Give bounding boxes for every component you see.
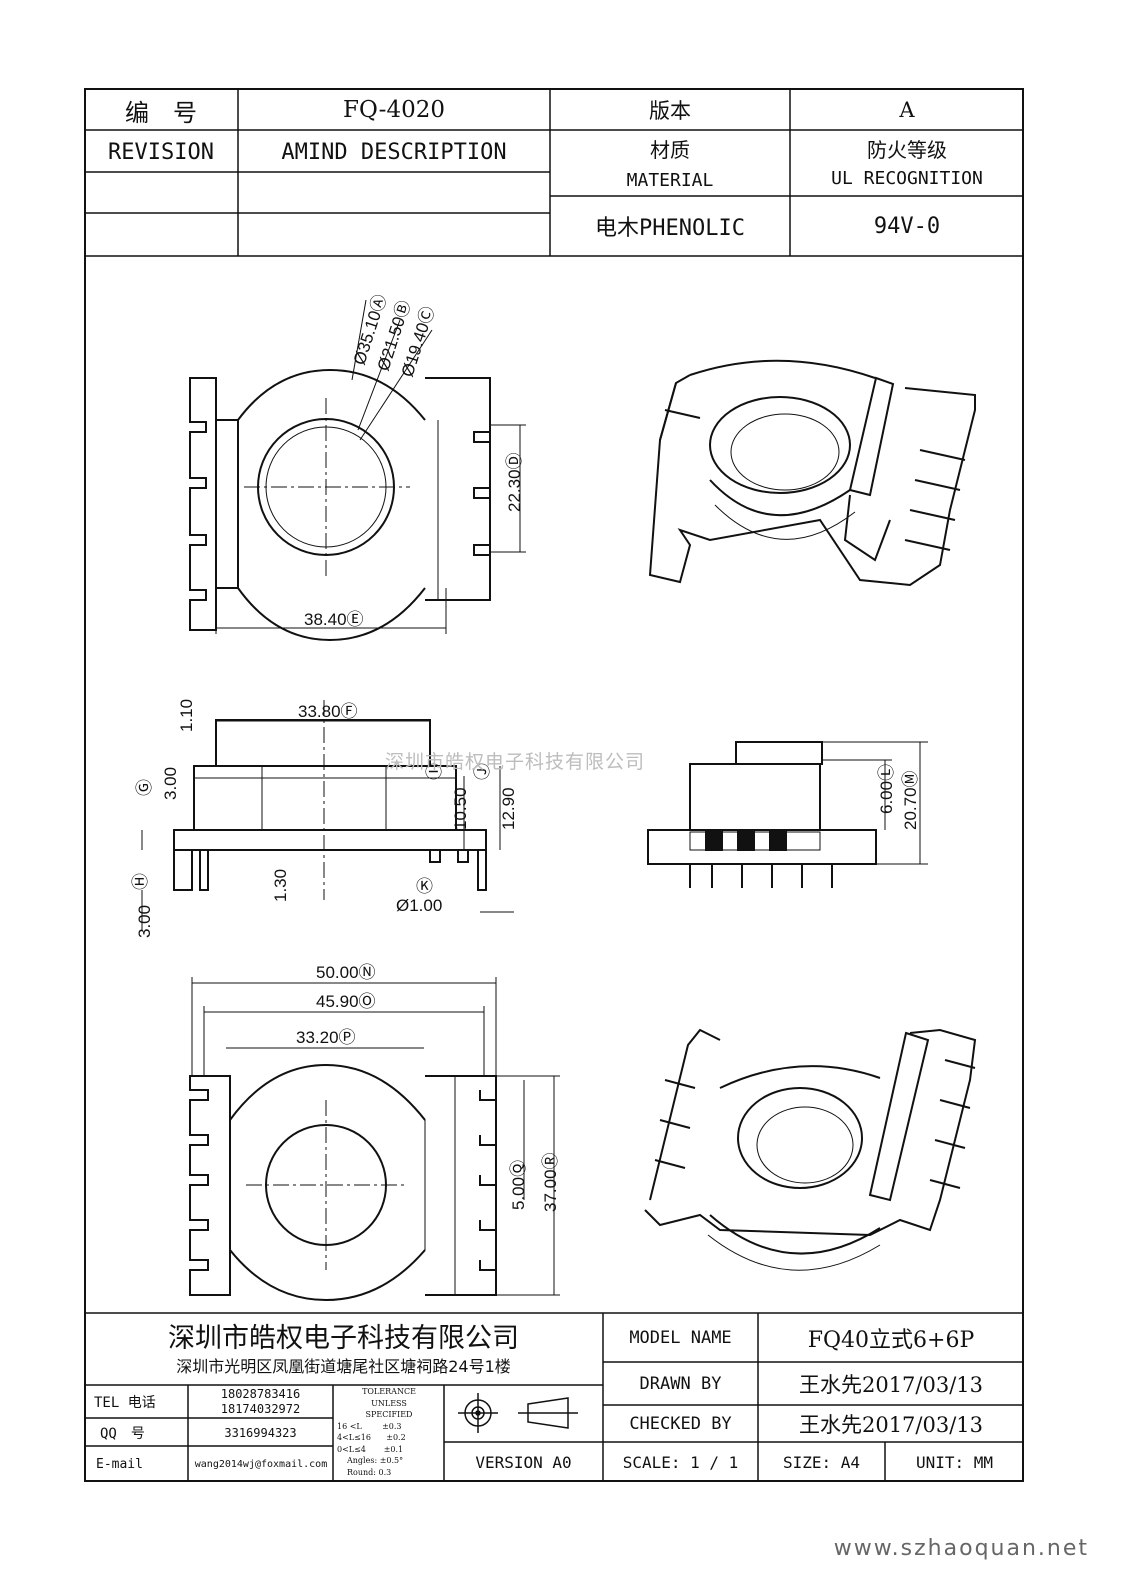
checked-value: 王水先2017/03/13 xyxy=(798,1413,984,1437)
iso-view-1 xyxy=(648,359,976,587)
amend-label: AMIND DESCRIPTION xyxy=(281,139,507,165)
dim-k: Ø1.00 xyxy=(396,896,442,915)
fire-value: 94V-0 xyxy=(873,213,941,239)
dim-m: 20.70Ⓜ xyxy=(901,770,920,830)
material-value: 电木PHENOLIC xyxy=(595,216,745,241)
material-en: MATERIAL xyxy=(626,169,714,191)
dim-n: 50.00Ⓝ xyxy=(316,963,376,982)
dim-p: 33.20Ⓟ xyxy=(296,1028,356,1047)
dim-j: 12.90 xyxy=(499,787,518,830)
tolerance-line: UNLESS xyxy=(371,1398,407,1408)
size-text: SIZE: A4 xyxy=(782,1452,861,1472)
scale-text: SCALE: 1 / 1 xyxy=(622,1452,739,1472)
site-url: www.szhaoquan.net xyxy=(833,1536,1089,1561)
revision-label: REVISION xyxy=(108,139,214,165)
dim-o: 45.90Ⓞ xyxy=(316,992,376,1011)
iso-view-2 xyxy=(644,1028,977,1271)
drawing-frame xyxy=(84,88,1024,1482)
qq-label: QQ 号 xyxy=(100,1426,145,1442)
dim-e: 38.40Ⓔ xyxy=(304,610,364,629)
dim-d: 22.30Ⓓ xyxy=(505,452,524,512)
version-value: A xyxy=(899,98,915,122)
tel-2: 18174032972 xyxy=(220,1402,301,1416)
dim-j-mark: Ⓙ xyxy=(473,763,492,780)
dim-l: 6.00Ⓛ xyxy=(877,764,896,814)
dim-i: 10.50 xyxy=(451,787,470,830)
bottom-view-dims xyxy=(191,977,560,1296)
side-view-dims xyxy=(141,720,514,930)
dim-h-mark: Ⓗ xyxy=(131,873,150,890)
dim-130: 1.30 xyxy=(271,869,290,902)
number-label: 编 号 xyxy=(125,98,197,127)
part-number: FQ-4020 xyxy=(343,97,445,123)
email-value: wang2014wj@foxmail.com xyxy=(194,1458,328,1470)
company-name: 深圳市皓权电子科技有限公司 xyxy=(168,1322,519,1354)
tel-1: 18028783416 xyxy=(220,1387,301,1401)
title-grid xyxy=(84,1312,1024,1482)
dim-q: 5.00Ⓠ xyxy=(509,1160,528,1210)
side-view xyxy=(173,719,487,891)
front-view-dims xyxy=(822,741,928,865)
tolerance-line: 16 <L ±0.3 xyxy=(337,1421,402,1431)
bottom-view-center xyxy=(246,1100,406,1270)
material-cn: 材质 xyxy=(650,137,690,162)
dim-h: 3.00 xyxy=(135,905,154,938)
dim-k-mark: Ⓚ xyxy=(416,877,433,896)
dim-r: 37.00Ⓡ xyxy=(541,1152,560,1212)
drawn-label: DRAWN BY xyxy=(639,1374,722,1394)
top-view-dims xyxy=(215,299,526,634)
model-label: MODEL NAME xyxy=(629,1328,732,1348)
tolerance-line: 0<L≤4 ±0.1 xyxy=(337,1444,404,1454)
unit-text: UNIT: MM xyxy=(915,1452,994,1472)
email-label: E-mail xyxy=(96,1456,143,1472)
dim-g-mark: Ⓖ xyxy=(135,779,154,796)
bottom-view xyxy=(189,1063,497,1302)
projection-symbol xyxy=(458,1393,578,1433)
tolerance-table: TOLERANCE UNLESS SPECIFIED 16 <L ±0.3 4<… xyxy=(337,1386,441,1480)
drawn-value: 王水先2017/03/13 xyxy=(798,1373,984,1397)
tolerance-line: 4<L≤16 ±0.2 xyxy=(337,1433,406,1442)
version-text: VERSION A0 xyxy=(475,1452,572,1472)
watermark: 深圳市皓权电子科技有限公司 xyxy=(385,751,646,773)
dim-f: 33.80Ⓕ xyxy=(298,702,358,721)
top-view xyxy=(189,368,491,642)
dim-110: 1.10 xyxy=(177,699,196,732)
tolerance-line: TOLERANCE xyxy=(362,1387,416,1396)
tolerance-line: Round: 0.3 xyxy=(347,1467,392,1477)
tolerance-line: Angles: ±0.5° xyxy=(347,1456,404,1465)
top-view-center xyxy=(244,398,410,580)
fire-en: UL RECOGNITION xyxy=(831,167,983,189)
fire-cn: 防火等级 xyxy=(867,137,947,162)
tolerance-line: SPECIFIED xyxy=(365,1410,413,1419)
tel-label: TEL 电话 xyxy=(94,1395,156,1411)
dim-i-mark: Ⓘ xyxy=(425,763,444,780)
front-view xyxy=(647,741,877,888)
version-label: 版本 xyxy=(649,99,691,123)
qq-value: 3316994323 xyxy=(224,1426,297,1440)
header-grid xyxy=(84,88,1024,257)
dim-g: 3.00 xyxy=(161,767,180,800)
checked-label: CHECKED BY xyxy=(629,1414,732,1434)
model-value: FQ40立式6+6P xyxy=(807,1328,975,1353)
company-address: 深圳市光明区凤凰街道塘尾社区塘祠路24号1楼 xyxy=(176,1357,511,1376)
